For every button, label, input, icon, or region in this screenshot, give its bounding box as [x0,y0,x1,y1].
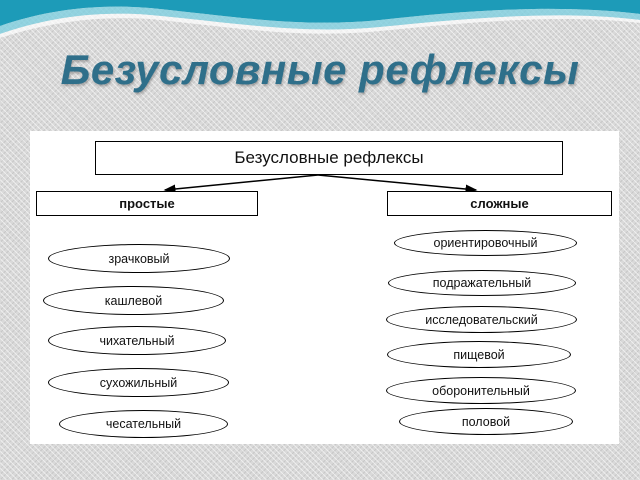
reflex-oval: сухожильный [48,368,229,397]
branch-simple: простые [36,191,258,216]
reflex-oval: пищевой [387,341,571,368]
root-node: Безусловные рефлексы [95,141,563,175]
reflex-oval: чесательный [59,410,228,438]
reflex-oval: оборонительный [386,377,576,404]
reflex-oval: ориентировочный [394,230,577,256]
reflex-oval: подражательный [388,270,576,296]
reflex-oval: чихательный [48,326,226,355]
reflex-oval: зрачковый [48,244,230,273]
reflex-oval: исследовательский [386,306,577,333]
header-wave-decoration [0,0,640,38]
reflex-oval: половой [399,408,573,435]
branch-complex: сложные [387,191,612,216]
reflex-oval: кашлевой [43,286,224,315]
slide-title: Безусловные рефлексы [60,46,580,93]
